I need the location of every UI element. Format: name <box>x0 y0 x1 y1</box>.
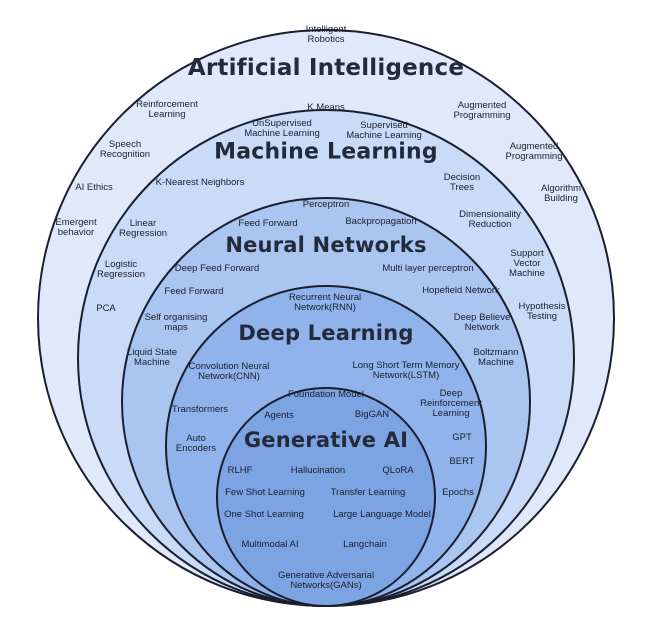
term-linear-regression: Linear Regression <box>118 218 168 239</box>
term-transfer-learning: Transfer Learning <box>330 487 406 498</box>
term-deep-reinforcement-learning: Deep Reinforcement Learning <box>420 388 482 419</box>
term-decision-trees: Decision Trees <box>443 172 481 193</box>
term-cnn: Convolution Neural Network(CNN) <box>188 361 270 382</box>
term-biggan: BigGAN <box>354 409 390 420</box>
title-neural-networks: Neural Networks <box>225 233 427 257</box>
term-agents: Agents <box>264 410 294 421</box>
term-deep-believe-network: Deep Believe Network <box>453 312 511 333</box>
term-bert: BERT <box>449 456 475 467</box>
term-logistic-regression: Logistic Regression <box>96 259 146 280</box>
term-self-organising-maps: Self organising maps <box>144 312 208 333</box>
term-svm: Support Vector Machine <box>509 248 545 279</box>
term-qlora: QLoRA <box>382 465 414 476</box>
term-hallucination: Hallucination <box>290 465 346 476</box>
term-backpropagation: Backpropagation <box>345 216 417 227</box>
term-deep-feed-forward: Deep Feed Forward <box>174 263 260 274</box>
term-transformers: Transformers <box>171 404 229 415</box>
term-pca: PCA <box>96 303 116 314</box>
term-epochs: Epochs <box>442 487 474 498</box>
term-gpt: GPT <box>452 432 472 443</box>
term-lstm: Long Short Term Memory Network(LSTM) <box>352 360 460 381</box>
term-multi-layer-perceptron: Multi layer perceptron <box>382 263 474 274</box>
term-perceptron: Perceptron <box>302 199 350 210</box>
term-augmented-programming-1: Augmented Programming <box>453 100 511 121</box>
term-feed-forward-2: Feed Forward <box>164 286 224 297</box>
term-few-shot-learning: Few Shot Learning <box>225 487 305 498</box>
term-liquid-state-machine: Liquid State Machine <box>126 347 178 368</box>
title-machine-learning: Machine Learning <box>214 139 438 165</box>
term-augmented-programming-2: Augmented Programming <box>505 141 563 162</box>
term-dimensionality-reduction: Dimensionality Reduction <box>459 209 521 230</box>
term-supervised-ml: Supervised Machine Learning <box>346 120 422 141</box>
term-hopefield-network: Hopefield Network <box>422 285 500 296</box>
title-generative-ai: Generative AI <box>243 428 409 452</box>
circle-generative-ai <box>216 387 436 607</box>
term-auto-encoders: Auto Encoders <box>175 433 217 454</box>
term-rlhf: RLHF <box>227 465 253 476</box>
title-artificial-intelligence: Artificial Intelligence <box>187 55 465 81</box>
term-speech-recognition: Speech Recognition <box>99 139 151 160</box>
term-unsupervised-ml: UnSupervised Machine Learning <box>244 118 320 139</box>
term-rnn: Recurrent Neural Network(RNN) <box>288 292 362 313</box>
term-emergent-behavior: Emergent behavior <box>55 217 97 238</box>
term-intelligent-robotics: Intelligent Robotics <box>305 24 347 45</box>
term-one-shot-learning: One Shot Learning <box>224 509 304 520</box>
term-boltzmann-machine: Boltzmann Machine <box>473 347 519 368</box>
title-deep-learning: Deep Learning <box>238 321 414 345</box>
term-k-means: K Means <box>307 102 345 113</box>
term-langchain: Langchain <box>343 539 387 550</box>
term-hypothesis-testing: Hypothesis Testing <box>518 301 566 322</box>
term-k-nearest-neighbors: K-Nearest Neighbors <box>155 177 245 188</box>
term-foundation-model: Foundation Model <box>287 389 365 400</box>
term-large-language-model: Large Language Model <box>333 509 431 520</box>
term-reinforcement-learning: Reinforcement Learning <box>136 99 198 120</box>
term-gans: Generative Adversarial Networks(GANs) <box>277 570 375 591</box>
term-multimodal-ai: Multimodal AI <box>241 539 299 550</box>
term-ai-ethics: AI Ethics <box>75 182 113 193</box>
term-feed-forward-1: Feed Forward <box>238 218 298 229</box>
term-algorithm-building: Algorithm Building <box>540 183 582 204</box>
